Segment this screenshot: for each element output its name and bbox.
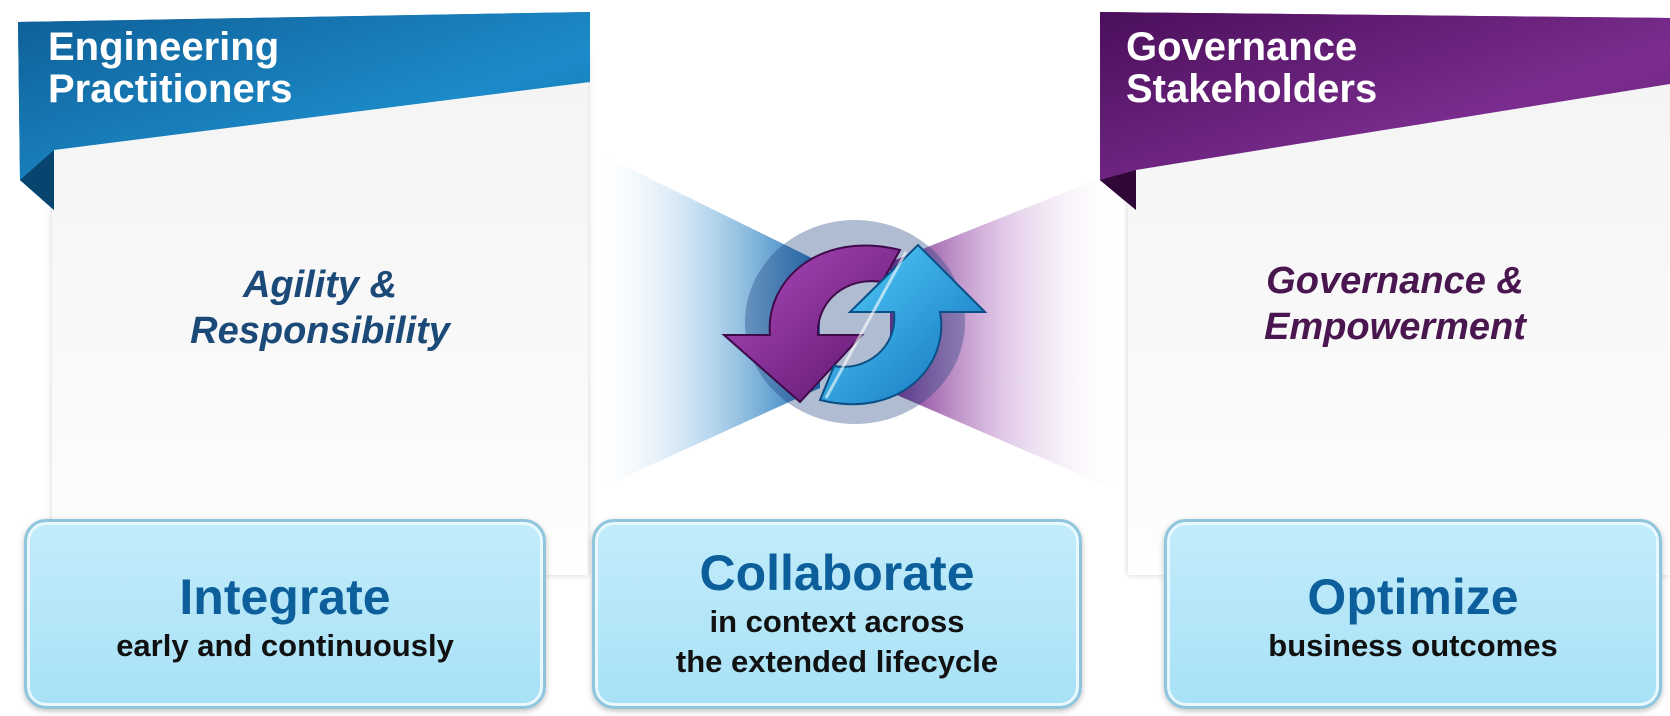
right-funnel [890,172,1116,490]
optimize-card: Optimize business outcomes [1164,519,1662,709]
collaborate-subtitle-line1: in context across [709,604,965,639]
engineering-practitioners-panel [52,55,588,575]
agility-responsibility-text: Agility & Responsibility [100,262,540,354]
left-theme-line2: Responsibility [190,310,450,352]
integrate-subtitle: early and continuously [116,628,454,663]
left-banner-ribbon [18,12,590,210]
sync-arrows-icon [721,220,988,424]
right-banner-ribbon [1100,12,1670,210]
right-theme-line2: Empowerment [1264,306,1526,348]
left-theme-line1: Agility & [242,264,398,306]
left-funnel [596,152,820,490]
collaborate-subtitle-line2: the extended lifecycle [675,644,999,679]
left-title-text: Engineering Practitioners [48,25,293,111]
right-theme-line1: Governance & [1266,260,1524,302]
engineering-practitioners-title: Engineering Practitioners [48,26,568,110]
integrate-title: Integrate [179,569,391,625]
left-banner-ribbon-fold [20,150,54,210]
optimize-title: Optimize [1307,569,1519,625]
governance-empowerment-text: Governance & Empowerment [1175,258,1615,350]
optimize-subtitle: business outcomes [1268,628,1558,663]
collaborate-title: Collaborate [699,545,975,601]
right-title-line2: Stakeholders [1126,67,1378,111]
collaborate-card: Collaborate in context across the extend… [592,519,1082,709]
integrate-card: Integrate early and continuously [24,519,546,709]
governance-stakeholders-title: Governance Stakeholders [1126,26,1646,110]
right-title-line1: Governance [1126,25,1358,69]
right-banner-ribbon-fold [1100,170,1136,210]
